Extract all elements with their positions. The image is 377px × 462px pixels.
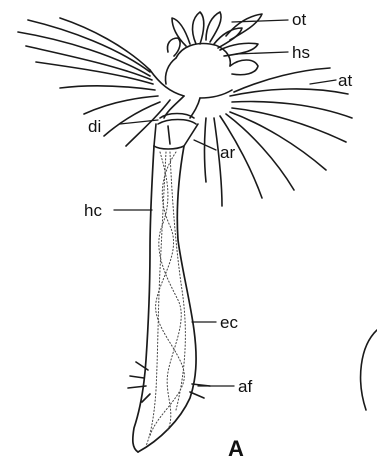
label-af: af: [238, 377, 252, 396]
panel-label: A: [228, 436, 244, 461]
label-at: at: [338, 71, 352, 90]
label-ot: ot: [292, 10, 306, 29]
diaphragm: [154, 114, 198, 150]
oral-tentacles: [167, 12, 262, 56]
hydranth-body: [150, 70, 232, 118]
label-hc: hc: [84, 201, 102, 220]
label-hs: hs: [292, 43, 310, 62]
label-ec: ec: [220, 313, 238, 332]
label-di: di: [88, 117, 101, 136]
aboral-tentacles-right: [205, 68, 353, 206]
adjacent-figure-edge: [361, 330, 377, 410]
label-ar: ar: [220, 143, 235, 162]
hydrocaulus: [133, 146, 196, 452]
